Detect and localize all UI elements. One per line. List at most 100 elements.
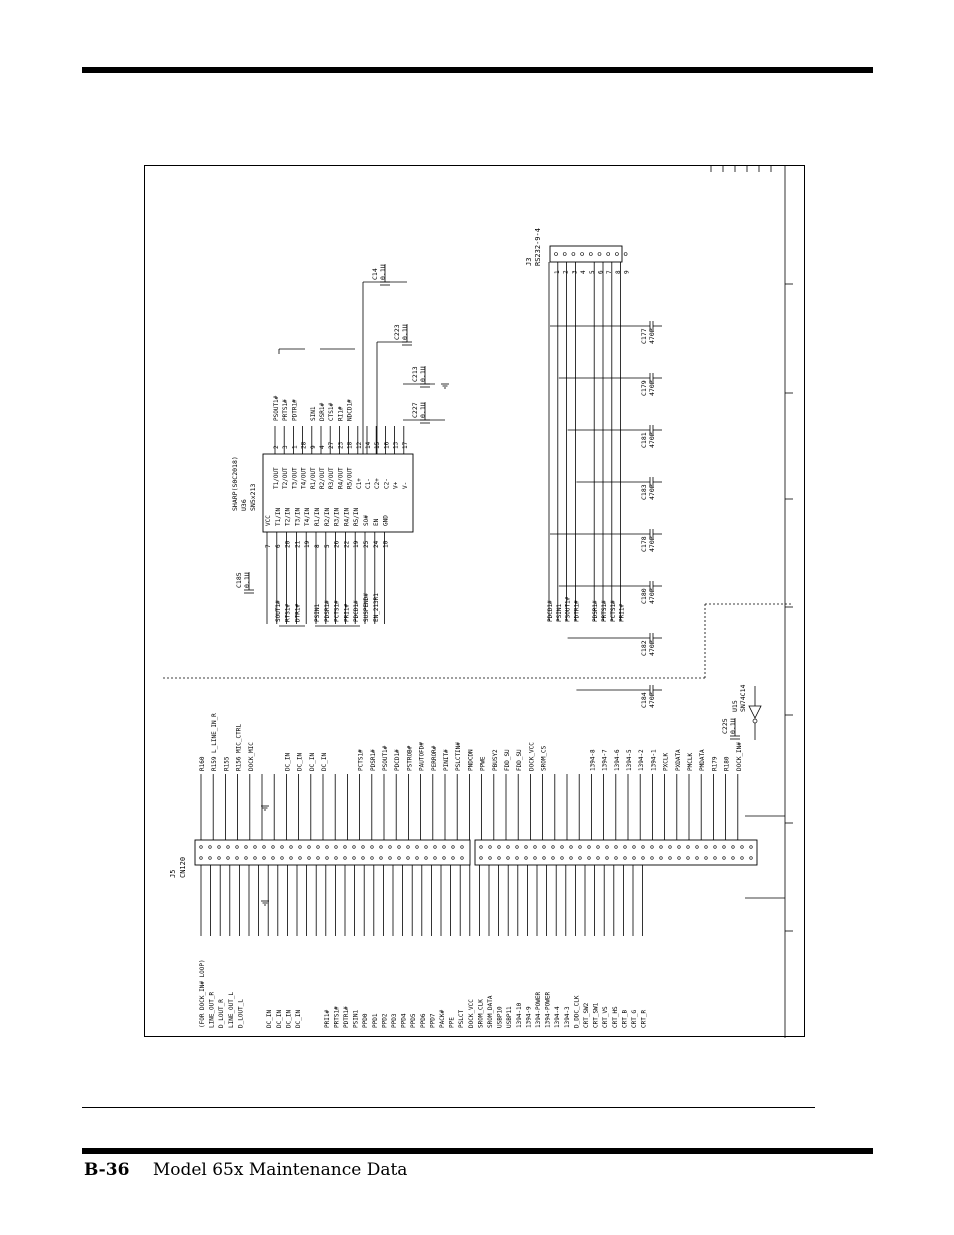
j5-lower-net: DOCK_VCC <box>468 999 475 1028</box>
u36-right-net: PDTR1# <box>291 399 298 421</box>
j5-upper-net: 1394-1 <box>650 749 657 771</box>
j5-pin <box>433 856 437 860</box>
j5-lower-net: PSIN1 <box>353 1010 360 1028</box>
capacitor-ref: C213 <box>411 366 419 382</box>
j5-pin <box>262 845 266 849</box>
j3-net-label: PCTS1# <box>610 600 617 622</box>
j5-pin <box>524 845 528 849</box>
j5-upper-net: FDD_SU <box>516 749 523 771</box>
capacitor-ref: C177 <box>640 328 648 344</box>
j5-pin <box>614 856 618 860</box>
j5-pin <box>316 845 320 849</box>
j3-net-label: PRTS1# <box>601 600 608 622</box>
u15-inverter <box>748 705 762 719</box>
j5-lower-net: PPD6 <box>420 1013 427 1028</box>
u36-pin-name: C2+ <box>374 478 381 489</box>
j5-pin <box>479 845 483 849</box>
u36-pin-name: SO# <box>363 515 370 526</box>
j5-lower-net: D_LOUT_L <box>237 999 244 1028</box>
j3-pin <box>623 252 628 256</box>
j5-upper-net: PDSR1# <box>370 749 377 771</box>
u36-pin-name: EN <box>373 518 380 526</box>
j5-pin <box>199 845 203 849</box>
j5-upper-net: DOCK_IN# <box>736 742 743 771</box>
u36-alt: SN5x213 <box>249 484 257 511</box>
j5-upper-net: R156 MIC_CTRL <box>236 724 243 771</box>
j5-lower-net: DC_IN <box>276 1010 283 1028</box>
j5-pin <box>560 845 564 849</box>
j5-pin <box>208 845 212 849</box>
capacitor-ref: C185 <box>235 572 243 588</box>
j5-lower-net: USBP11 <box>506 1006 513 1028</box>
j3-net-label: PRI1# <box>619 604 626 622</box>
j5-upper-net: PAUTOFD# <box>419 742 426 771</box>
j5-lower-net: SROM_DATA <box>487 995 494 1028</box>
j5-lower-net: CRT_R <box>641 1010 648 1028</box>
u36-pin-name: R1/IN <box>314 508 321 526</box>
j5-upper-net: R160 <box>199 756 206 771</box>
j3-net-label: PDSR1# <box>592 600 599 622</box>
j5-upper-net: PERROR# <box>431 745 438 771</box>
u36-pin-number: 17 <box>402 441 409 449</box>
j3-pin <box>606 252 611 256</box>
j5-pin <box>596 845 600 849</box>
j5-upper-net: PXCLK <box>663 753 670 771</box>
j5-pin <box>424 845 428 849</box>
j5-pin <box>343 856 347 860</box>
u36-body <box>262 453 414 533</box>
j3-net-label: PSIN1 <box>556 604 563 622</box>
j5-lower-net: PSLCT <box>458 1010 465 1028</box>
j3-net-label: PDTR1# <box>573 600 580 622</box>
u36-pin-name: C2- <box>383 478 390 489</box>
u36-pin-name: R3/IN <box>334 508 341 526</box>
j5-pin <box>397 856 401 860</box>
j5-lower-net: PPD0 <box>362 1013 369 1028</box>
j5-pin <box>686 845 690 849</box>
j5-pin <box>334 845 338 849</box>
top-rule <box>82 67 873 73</box>
j5-pin <box>632 856 636 860</box>
j5-pin <box>641 845 645 849</box>
j5-pin <box>596 856 600 860</box>
u36-pin-number: 12 <box>356 441 363 449</box>
j5-upper-net: 1394-2 <box>638 749 645 771</box>
u36-ref: U36 <box>240 499 248 511</box>
j5-upper-net: 1394-7 <box>602 749 609 771</box>
j5-upper-net: PSLCTIN# <box>455 742 462 771</box>
j5-upper-net: PSOUT1# <box>382 745 389 771</box>
capacitor-ref: C14 <box>371 268 379 280</box>
j5-upper-net: 1394-8 <box>589 749 596 771</box>
j5-pin <box>271 845 275 849</box>
u36-pin-number: 26 <box>334 540 341 548</box>
page-number: B-36 <box>84 1160 130 1180</box>
j5-pin <box>551 845 555 849</box>
capacitor-value: 470P <box>648 640 656 656</box>
capacitor-value: 470P <box>648 380 656 396</box>
j5-lower-net: CRT_SW1 <box>593 1002 600 1028</box>
u36-pin-number: 18 <box>347 441 354 449</box>
schematic-drawing: 12345678J5CN120(FOR DOCK_IN# LOOP)LINE_O… <box>163 166 793 1038</box>
j5-lower-net: PPD5 <box>410 1013 417 1028</box>
j3-connector-body <box>549 245 623 263</box>
j5-upper-net: R179 <box>711 756 718 771</box>
u36-right-net: DSR1# <box>319 403 326 421</box>
capacitor-value: 470P <box>648 484 656 500</box>
j5-pin <box>415 845 419 849</box>
j5-lower-net: CRT_B <box>621 1010 628 1028</box>
j5-pin <box>569 856 573 860</box>
j5-pin <box>217 845 221 849</box>
capacitor-ref: C181 <box>640 432 648 448</box>
j5-pin <box>451 856 455 860</box>
j5-pin <box>686 856 690 860</box>
u36-pin-name: T3/OUT <box>291 467 298 489</box>
u36-left-net: RTS1# <box>285 604 292 622</box>
j5-upper-net: PCTS1# <box>358 749 365 771</box>
u36-pin-number: 28 <box>301 441 308 449</box>
j5-lower-net: CRT_SW2 <box>583 1002 590 1028</box>
j5-pin <box>334 856 338 860</box>
j5-pin <box>253 845 257 849</box>
j3-pin-number: 9 <box>624 270 631 274</box>
j5-lower-net: PACK# <box>439 1010 446 1028</box>
u36-pin-number: 5 <box>324 544 331 548</box>
j5-pin <box>379 856 383 860</box>
